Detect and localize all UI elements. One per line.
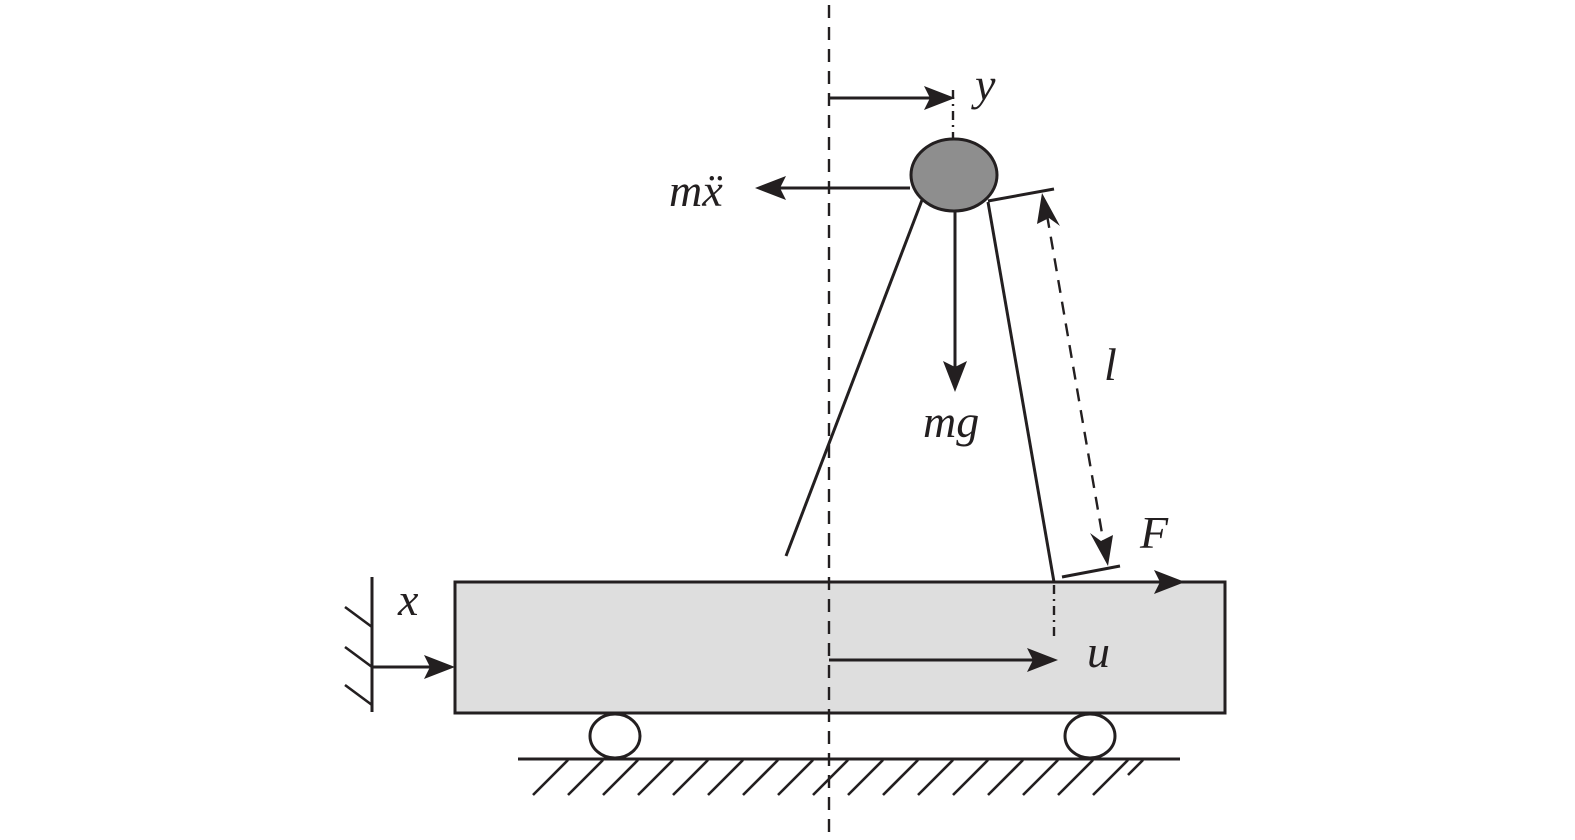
label-f: F — [1139, 507, 1169, 558]
left-wheel — [588, 712, 642, 760]
label-u: u — [1087, 626, 1110, 677]
label-mg: mg — [923, 396, 979, 447]
left-pendulum-line — [784, 199, 924, 557]
ground — [518, 757, 1180, 796]
label-l: l — [1104, 339, 1117, 390]
y-displacement-arrow — [829, 86, 955, 110]
wall — [344, 577, 374, 712]
gravity-force-arrow — [943, 210, 967, 392]
right-wheel — [1063, 712, 1117, 760]
length-bottom-tick — [1061, 564, 1121, 579]
inertial-force-arrow — [755, 176, 910, 200]
length-top-tick — [987, 187, 1055, 203]
pendulum-mass — [909, 137, 999, 213]
x-displacement-arrow — [372, 655, 455, 679]
cart-body — [453, 580, 1227, 715]
u-displacement-arrow — [829, 648, 1058, 672]
pendulum-rod — [986, 201, 1056, 583]
length-dimension-arrow — [1037, 193, 1113, 566]
label-m-xddot: mẍ — [669, 165, 723, 216]
label-x: x — [397, 574, 419, 625]
ground-hatching — [532, 759, 1144, 796]
label-y: y — [971, 59, 996, 110]
force-f-arrow — [1055, 570, 1185, 594]
